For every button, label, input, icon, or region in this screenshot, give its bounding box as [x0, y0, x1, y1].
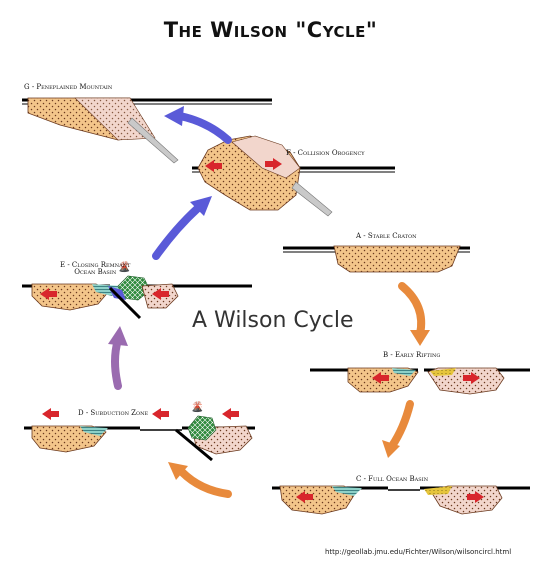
margin-sediment-left: [332, 486, 362, 496]
arrow-a-to-b: [398, 282, 426, 338]
label-stage-d: D - Subduction Zone: [78, 409, 149, 417]
divergence-arrow-left: [372, 372, 389, 384]
upper-plate-pink: [231, 135, 301, 179]
convergence-arrow: [42, 408, 59, 420]
subducting-slab: [175, 428, 213, 462]
arrow-c-to-d-head: [168, 462, 188, 480]
label-stage-e: E - Closing Remnant Ocean Basin: [60, 261, 131, 277]
diagram-title: The Wilson "Cycle": [163, 18, 378, 42]
label-stage-e-line2: Ocean Basin: [74, 268, 117, 277]
continent-left-dots: [280, 486, 356, 514]
arrow-b-to-c-head: [382, 440, 400, 458]
arrow-f-to-g: [176, 112, 232, 144]
stage-b-early-rifting: [310, 367, 530, 395]
convergence-arrow: [152, 288, 169, 300]
center-label: A Wilson Cycle: [192, 308, 354, 333]
spreading-arrow-left: [296, 491, 313, 503]
arrow-d-to-e: [111, 336, 122, 390]
arrow-a-to-b-head: [410, 330, 430, 346]
convergence-arrow: [205, 160, 222, 172]
margin-sediment-left: [80, 426, 108, 436]
subducted-slab: [291, 181, 333, 217]
spreading-arrow-right: [467, 491, 484, 503]
stage-d-subduction-zone: 🌋: [24, 400, 255, 462]
rift-sediment-left: [392, 368, 416, 376]
label-stage-c: C - Full Ocean Basin: [356, 475, 429, 483]
arrow-d-to-e-head: [108, 326, 128, 346]
convergence-arrow: [265, 158, 282, 170]
subducting-slab: [108, 286, 142, 320]
label-stage-f: F - Collision Orogency: [286, 149, 365, 157]
source-url: http://geollab.jmu.edu/Fichter/Wilson/wi…: [325, 548, 512, 556]
convergence-arrow: [40, 288, 57, 300]
subducted-slab: [127, 117, 179, 164]
label-stage-a: A - Stable Craton: [356, 232, 417, 240]
stage-c-full-ocean-basin: [272, 485, 530, 515]
arrow-e-to-f-head: [190, 196, 212, 216]
divergence-arrow-right: [463, 372, 480, 384]
rift-sediment-right: [430, 368, 456, 376]
volcanic-arc: [187, 415, 217, 441]
stage-a-stable-craton: [283, 245, 470, 273]
label-stage-e-line1: E - Closing Remnant: [60, 261, 131, 269]
label-stage-b: B - Early Rifting: [383, 351, 441, 359]
arrow-f-to-g-head: [164, 106, 184, 126]
convergence-arrow: [152, 408, 169, 420]
margin-sediment-right: [424, 486, 452, 495]
volcano-symbol: 🌋: [191, 400, 203, 413]
continent-left-dots: [32, 284, 110, 310]
label-stage-g: G - Peneplained Mountain: [24, 83, 113, 91]
stage-e-closing-remnant-ocean-basin: 🌋: [22, 260, 252, 320]
arrow-c-to-d: [178, 468, 232, 498]
craton-block-dots: [334, 246, 460, 272]
stage-f-collision-orogeny: [192, 135, 395, 217]
crust-block-right-dots: [75, 98, 155, 140]
volcano-symbol: 🌋: [118, 260, 130, 273]
arrow-e-to-f: [152, 204, 202, 260]
cycle-arrows: [108, 106, 430, 498]
stage-g-peneplained-mountain: [22, 97, 272, 164]
arrow-b-to-c: [388, 400, 414, 450]
convergence-arrow: [222, 408, 239, 420]
